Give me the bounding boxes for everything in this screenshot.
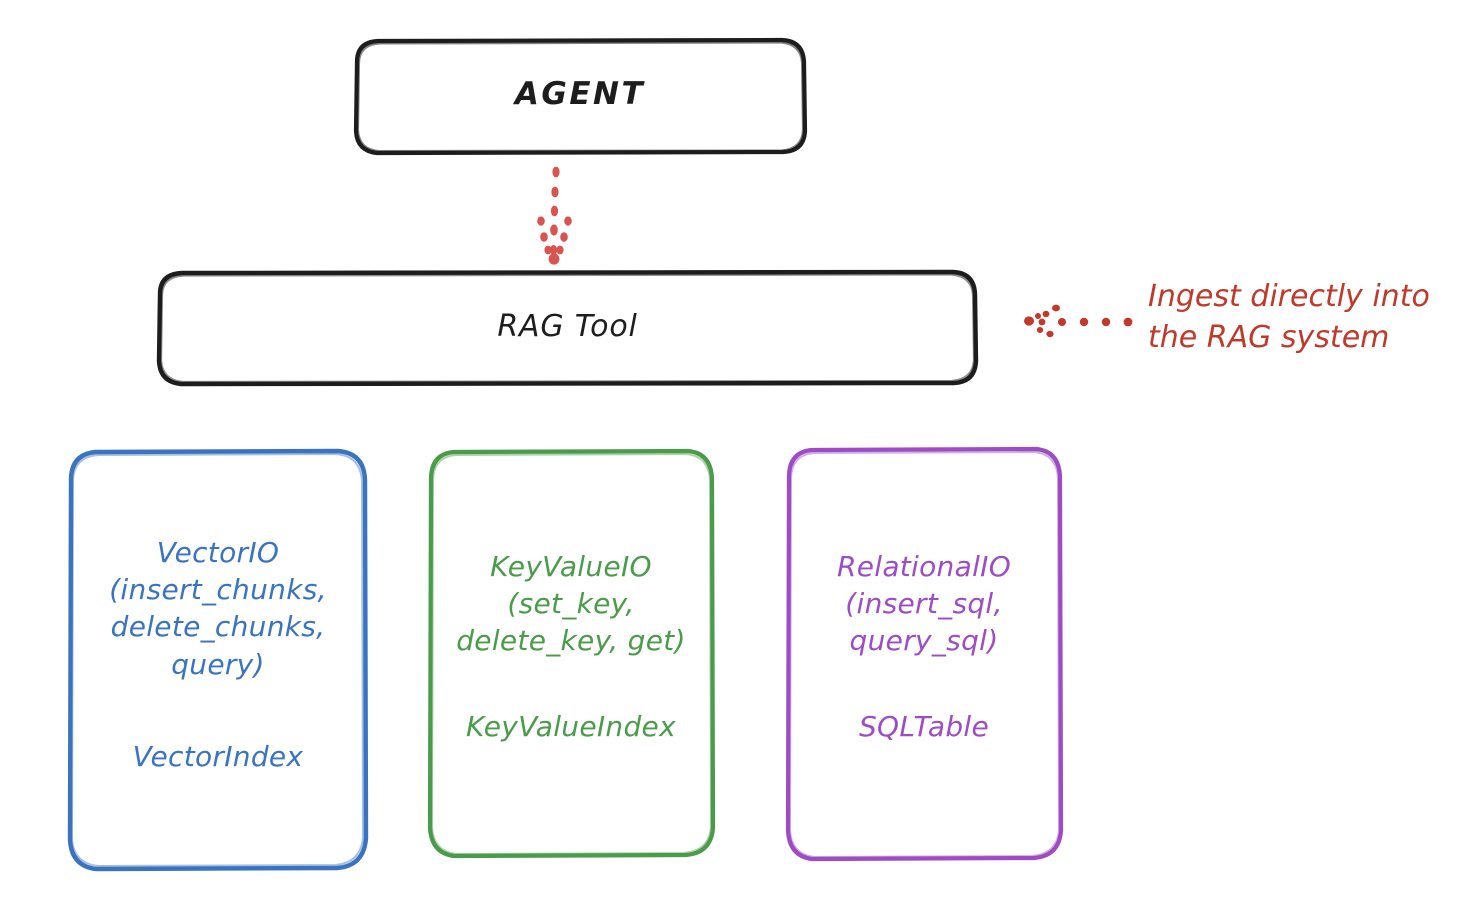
agent-label: AGENT	[514, 76, 646, 112]
agent-box[interactable]	[353, 37, 808, 156]
keyvalue-store-index-label: KeyValueIndex	[466, 710, 676, 743]
rag-tool-box[interactable]	[156, 269, 979, 387]
relational-store-api-label: RelationalIO (insert_sql, query_sql)	[836, 550, 1012, 658]
vector-store-api-label: VectorIO (insert_chunks, delete_chunks, …	[109, 536, 327, 681]
keyvalue-store-box[interactable]	[427, 448, 716, 859]
rag-tool-label: RAG Tool	[497, 309, 638, 344]
vector-store-index-label: VectorIndex	[132, 740, 304, 773]
ingest-note-connector	[1024, 304, 1133, 338]
vector-store-box[interactable]	[67, 448, 369, 872]
relational-store-index-label: SQLTable	[858, 710, 989, 743]
relational-store-box[interactable]	[785, 446, 1064, 862]
agent-to-rag-connector	[537, 166, 572, 265]
ingest-annotation-text: Ingest directly into the RAG system	[1148, 279, 1430, 355]
keyvalue-store-api-label: KeyValueIO (set_key, delete_key, get)	[456, 550, 686, 658]
